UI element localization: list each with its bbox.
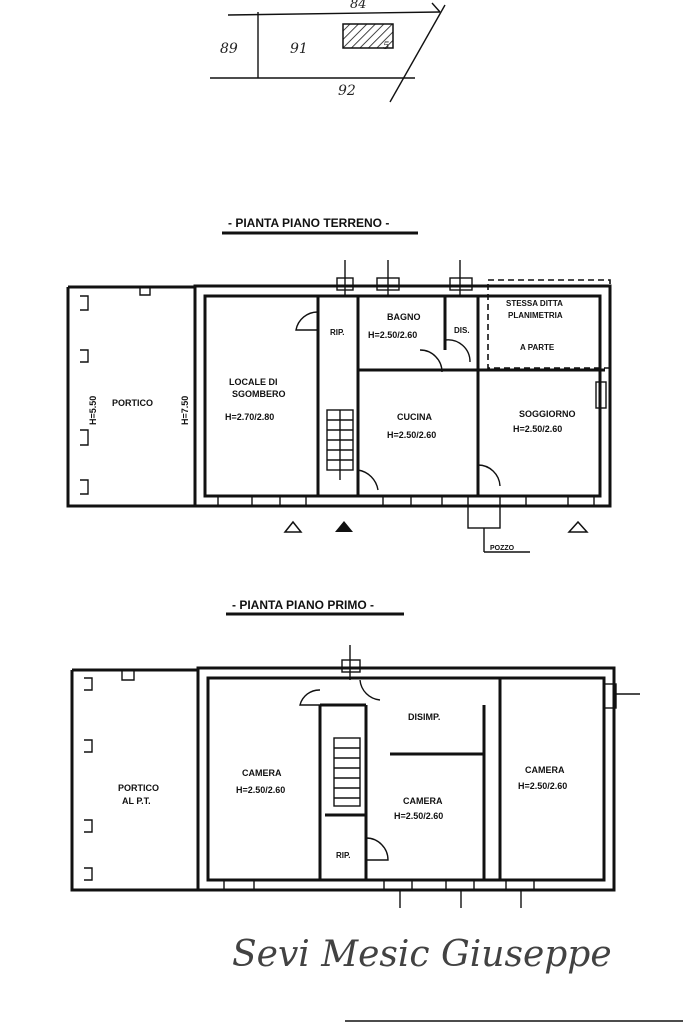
parcel-number-89: 89 — [220, 41, 238, 57]
storage-room-label-2: SGOMBERO — [232, 389, 286, 399]
camera-left-label: CAMERA — [242, 768, 282, 778]
well-box — [467, 505, 501, 529]
building-number: 5 — [383, 41, 389, 52]
well-label: POZZO — [490, 545, 515, 552]
kitchen-height: H=2.50/2.60 — [387, 430, 436, 440]
camera-right-label: CAMERA — [525, 765, 565, 775]
parcel-number-92: 92 — [338, 83, 356, 99]
cadastral-map-excerpt: 84 89 91 92 5 — [210, 0, 446, 103]
camera-right-height: H=2.50/2.60 — [518, 781, 567, 791]
bath-label: BAGNO — [387, 312, 421, 322]
first-floor-staircase — [333, 737, 361, 807]
dis-label: DIS. — [454, 326, 470, 335]
kitchen-label: CUCINA — [397, 412, 432, 422]
storage-room-height: H=2.70/2.80 — [225, 412, 274, 422]
entrance-arrow-icon — [283, 520, 303, 533]
camera-left-height: H=2.50/2.60 — [236, 785, 285, 795]
ground-floor-title: - PIANTA PIANO TERRENO - — [228, 216, 389, 230]
first-portico-label-2: AL P.T. — [122, 796, 151, 806]
living-room-height: H=2.50/2.60 — [513, 424, 562, 434]
parcel-number-91: 91 — [290, 41, 308, 57]
hatched-building-footprint — [342, 23, 394, 49]
living-room-label: SOGGIORNO — [519, 409, 576, 419]
camera-mid-height: H=2.50/2.60 — [394, 811, 443, 821]
first-floor-windows — [223, 645, 640, 908]
portico-label: PORTICO — [112, 398, 153, 408]
portico-height-label: H=5.50 — [88, 396, 98, 425]
first-floor-title: - PIANTA PIANO PRIMO - — [232, 598, 374, 612]
parcel-number-84: 84 — [350, 0, 367, 12]
storage-height-label: H=7.50 — [180, 396, 190, 425]
main-entrance-arrow-icon — [335, 521, 353, 532]
same-owner-label-2: PLANIMETRIA — [508, 311, 563, 320]
storage-room-label: LOCALE DI — [229, 377, 278, 387]
ground-rip-label: RIP. — [330, 328, 345, 337]
entrance-arrow-icon — [567, 520, 589, 533]
first-portico-label: PORTICO — [118, 783, 159, 793]
ground-floor-plan: - PIANTA PIANO TERRENO - — [66, 216, 612, 553]
same-owner-label-1: STESSA DITTA — [506, 299, 563, 308]
first-rip-label: RIP. — [336, 851, 351, 860]
disimp-label: DISIMP. — [408, 712, 440, 722]
ground-floor-windows — [217, 260, 607, 507]
handwritten-signature: Sevi Mesic Giuseppe — [232, 934, 612, 975]
ground-floor-staircase — [326, 409, 354, 480]
camera-mid-label: CAMERA — [403, 796, 443, 806]
first-floor-plan: - PIANTA PIANO PRIMO - — [70, 598, 640, 908]
bath-height: H=2.50/2.60 — [368, 330, 417, 340]
same-owner-label-3: A PARTE — [520, 343, 555, 352]
